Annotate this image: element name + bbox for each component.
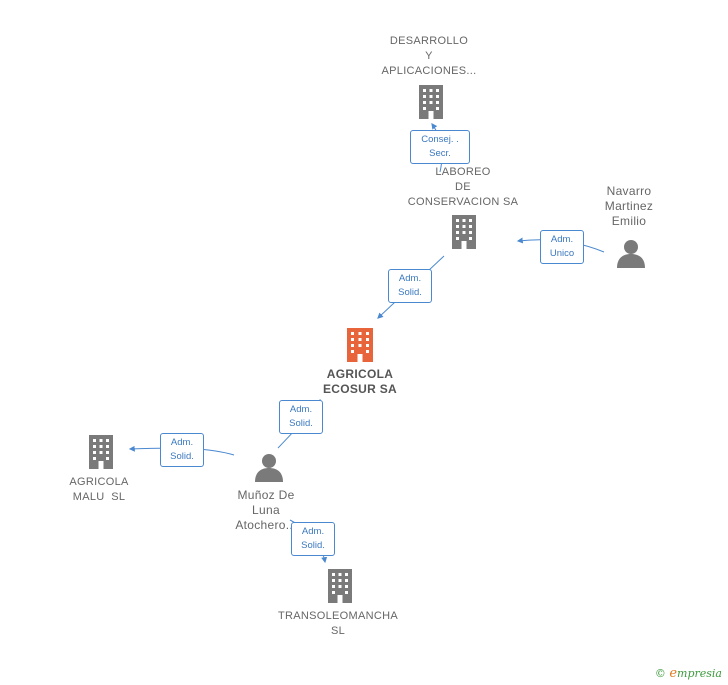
person-icon[interactable] — [253, 452, 285, 482]
relation-badge[interactable]: Consej. . Secr. — [410, 130, 470, 164]
node-label-desarrollo[interactable]: DESARROLLO Y APLICACIONES... — [381, 35, 477, 77]
node-label-agricola-malu[interactable]: AGRICOLA MALU SL — [69, 476, 129, 503]
relation-badge[interactable]: Adm. Solid. — [291, 522, 335, 556]
node-label-agricola-ecosur[interactable]: AGRICOLA ECOSUR SA — [322, 367, 398, 396]
relation-badge[interactable]: Adm. Solid. — [160, 433, 204, 467]
building-icon[interactable] — [325, 568, 355, 604]
relation-badge[interactable]: Adm. Unico — [540, 230, 584, 264]
node-label-munoz[interactable]: Muñoz De Luna Atochero... — [235, 488, 297, 532]
node-label-transoleomancha[interactable]: TRANSOLEOMANCHA SL — [277, 610, 399, 637]
brand-name: mpresia — [677, 667, 722, 680]
relation-badge[interactable]: Adm. Solid. — [388, 269, 432, 303]
brand-first-letter: e — [669, 666, 678, 681]
empresia-logo[interactable]: © empresia — [655, 666, 722, 681]
building-icon[interactable] — [449, 214, 479, 250]
node-label-laboreo[interactable]: LABOREO DE CONSERVACION SA — [407, 166, 519, 208]
building-icon[interactable] — [344, 327, 376, 363]
node-label-navarro[interactable]: Navarro Martinez Emilio — [604, 184, 654, 228]
building-icon[interactable] — [416, 84, 446, 120]
person-icon[interactable] — [615, 238, 647, 268]
building-icon[interactable] — [86, 434, 116, 470]
copyright-symbol: © — [654, 667, 666, 680]
relation-badge[interactable]: Adm. Solid. — [279, 400, 323, 434]
